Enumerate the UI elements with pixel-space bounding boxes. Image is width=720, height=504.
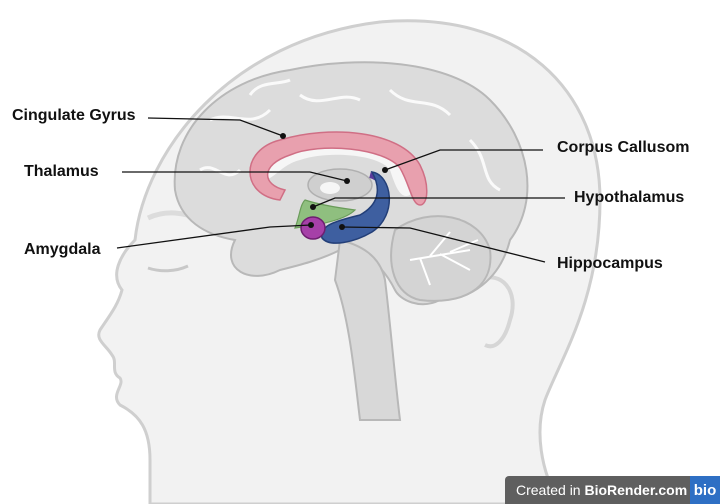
dot-thalamus — [344, 178, 350, 184]
cingulate-gyrus — [249, 131, 428, 206]
label-hippocampus: Hippocampus — [557, 255, 663, 272]
label-cingulate-gyrus: Cingulate Gyrus — [12, 107, 136, 124]
eye — [147, 264, 189, 273]
leader-hippocampus — [341, 226, 546, 263]
biorender-watermark[interactable]: Created in BioRender.com bio — [505, 476, 720, 504]
leader-hypothalamus — [312, 197, 565, 208]
thalamus-opening — [320, 182, 340, 194]
label-hypothalamus: Hypothalamus — [574, 189, 685, 206]
dot-cingulate-gyrus — [280, 133, 286, 139]
label-amygdala: Amygdala — [24, 241, 101, 258]
hippocampus — [320, 171, 390, 244]
leader-thalamus — [122, 171, 348, 182]
leader-amygdala — [116, 224, 312, 249]
amygdala — [300, 216, 326, 240]
thalamus — [307, 168, 373, 202]
dot-amygdala — [308, 222, 314, 228]
leader-corpus-callosum — [384, 149, 543, 171]
watermark-prefix: Created in — [516, 482, 585, 498]
watermark-brand: BioRender.com — [584, 482, 688, 498]
ear — [479, 275, 515, 349]
biorender-logo-icon: bio — [690, 476, 720, 504]
label-corpus-callosum: Corpus Callusom — [557, 139, 690, 156]
dot-corpus-callosum — [382, 167, 388, 173]
dot-hypothalamus — [310, 204, 316, 210]
leader-cingulate-gyrus — [147, 117, 284, 137]
label-thalamus: Thalamus — [24, 163, 99, 180]
arbor-vitae — [409, 231, 479, 286]
cerebellum — [390, 215, 492, 302]
brainstem — [333, 238, 402, 421]
watermark-text: Created in BioRender.com — [505, 482, 690, 498]
dot-hippocampus — [339, 224, 345, 230]
